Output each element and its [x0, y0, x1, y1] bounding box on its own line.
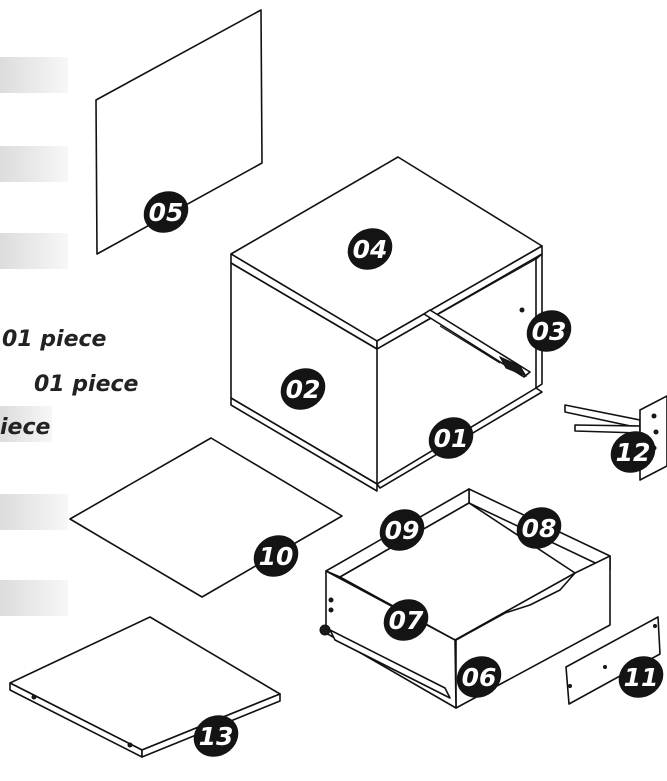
- gray-strip: [0, 146, 68, 182]
- badge-shape: [618, 656, 664, 698]
- badge-shape: [456, 656, 502, 698]
- badge-shape: [379, 509, 425, 551]
- part-number-badge: 07: [383, 599, 429, 641]
- part-shelf-panel: [9, 616, 281, 758]
- quantity-text: 01 piece: [34, 372, 139, 397]
- gray-strip: [0, 406, 52, 442]
- part-number-label: 13: [199, 722, 234, 751]
- part-number-badge: 13: [193, 715, 239, 757]
- badge-shape: [428, 417, 474, 459]
- part-number-label: 09: [385, 516, 420, 545]
- badge-shape: [383, 599, 429, 641]
- part-small-plate: [565, 616, 661, 705]
- part-number-label: 10: [259, 542, 294, 571]
- badge-shape: [526, 310, 572, 352]
- part-number-badge: 01: [428, 417, 474, 459]
- part-number-badge: 11: [618, 656, 664, 698]
- part-badges: 01 02 03 04 05 06 07 08 09 10 11 12 13: [143, 191, 664, 757]
- gray-strip: [0, 233, 68, 269]
- part-number-badge: 10: [253, 535, 299, 577]
- part-number-label: 11: [624, 663, 659, 692]
- part-number-label: 12: [616, 438, 651, 467]
- part-number-label: 08: [522, 514, 557, 543]
- part-number-label: 02: [286, 375, 321, 404]
- part-number-label: 01: [434, 424, 469, 453]
- part-number-label: 05: [149, 198, 184, 227]
- badge-shape: [347, 228, 393, 270]
- badge-shape: [516, 507, 562, 549]
- part-number-badge: 02: [280, 368, 326, 410]
- badge-shape: [143, 191, 189, 233]
- part-back-panel: [95, 9, 263, 255]
- gray-strip: [0, 57, 68, 93]
- left-gray-strips: [0, 57, 68, 616]
- part-number-badge: 09: [379, 509, 425, 551]
- gray-strip: [0, 494, 68, 530]
- part-number-badge: 05: [143, 191, 189, 233]
- part-number-badge: 03: [526, 310, 572, 352]
- part-number-label: 03: [532, 317, 567, 346]
- part-number-badge: 12: [610, 431, 656, 473]
- badge-shape: [193, 715, 239, 757]
- part-number-label: 04: [353, 235, 388, 264]
- part-number-badge: 08: [516, 507, 562, 549]
- gray-strip: [0, 580, 68, 616]
- badge-shape: [253, 535, 299, 577]
- part-cabinet-box: [230, 156, 543, 492]
- part-bottom-panel: [69, 437, 343, 598]
- quantity-text: iece: [0, 415, 51, 440]
- badge-shape: [280, 368, 326, 410]
- quantity-text: 01 piece: [2, 327, 107, 352]
- part-number-label: 06: [462, 663, 497, 692]
- badge-shape: [610, 431, 656, 473]
- part-number-badge: 06: [456, 656, 502, 698]
- part-number-label: 07: [389, 606, 424, 635]
- part-number-badge: 04: [347, 228, 393, 270]
